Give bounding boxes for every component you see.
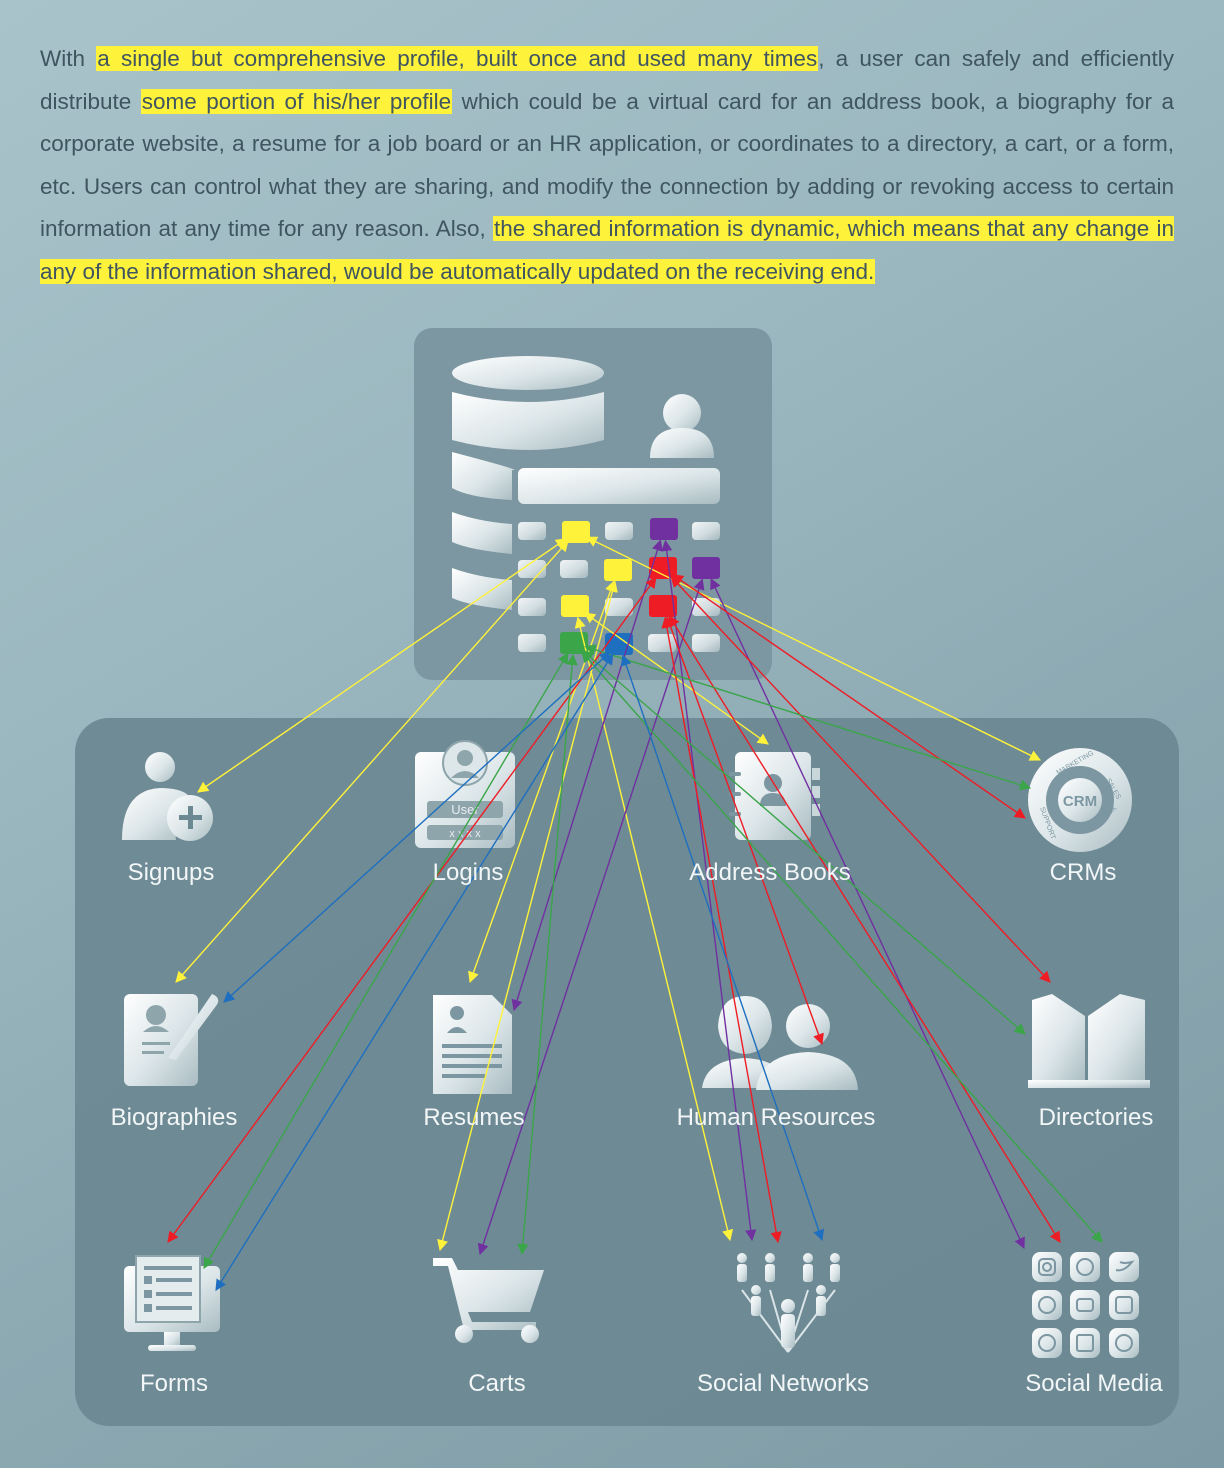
- label-address-books: Address Books: [689, 859, 851, 886]
- connection-arrow-yellow: [585, 536, 1042, 761]
- social-network-icon: [737, 1253, 840, 1353]
- form-monitor-icon: [124, 1255, 220, 1351]
- highlighted-text: a single but comprehensive profile, buil…: [96, 46, 819, 71]
- connection-arrow-green: [582, 650, 1026, 1035]
- label-social-media: Social Media: [1025, 1370, 1163, 1397]
- profile-header-bar: [518, 468, 720, 504]
- connection-arrow-purple: [710, 577, 1025, 1250]
- connection-arrow-green: [517, 653, 578, 1256]
- connection-arrow-purple: [661, 539, 757, 1242]
- intro-text: which could be a virtual card for an add…: [40, 88, 1174, 242]
- label-social-networks: Social Networks: [696, 1370, 870, 1397]
- label-resumes: Resumes: [423, 1104, 525, 1131]
- intro-text: With: [40, 46, 97, 71]
- connection-arrow-yellow: [197, 538, 568, 793]
- highlighted-text: some portion of his/her profile: [140, 88, 453, 114]
- connection-arrow-red: [671, 574, 1026, 819]
- connection-arrow-red: [665, 616, 824, 1046]
- label-biographies: Biographies: [110, 1104, 238, 1131]
- connection-arrow-blue: [223, 651, 611, 1003]
- connection-arrow-purple: [477, 578, 705, 1256]
- intro-paragraph: With a single but comprehensive profile,…: [40, 38, 1174, 293]
- label-signups: Signups: [127, 859, 215, 886]
- connection-arrow-blue: [215, 653, 614, 1291]
- connection-arrow-blue: [620, 654, 825, 1242]
- label-forms: Forms: [140, 1370, 208, 1397]
- connection-arrow-yellow: [437, 580, 618, 1252]
- connection-arrow-green: [581, 651, 1103, 1243]
- connection-arrow-yellow: [574, 616, 734, 1242]
- intro-text: , a user can safely and efficiently dist…: [40, 46, 1174, 114]
- label-carts: Carts: [468, 1370, 526, 1397]
- connection-arrow-red: [670, 575, 1051, 983]
- profile-user-icon: [650, 394, 714, 458]
- profile-field-yellow: [562, 521, 590, 543]
- social-media-grid-icon: [1032, 1252, 1139, 1358]
- profile-field-purple: [650, 518, 678, 540]
- label-logins: Logins: [432, 859, 504, 886]
- label-directories: Directories: [1038, 1104, 1154, 1131]
- label-human-resources: Human Resources: [676, 1104, 876, 1131]
- label-crms: CRMs: [1049, 859, 1117, 886]
- connection-arrow-yellow: [175, 540, 569, 983]
